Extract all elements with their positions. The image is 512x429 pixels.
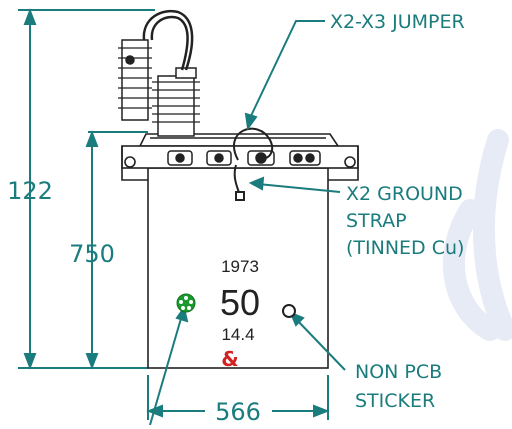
nameplate-bottom-number: 14.4 [221,325,254,344]
ground-strap-callout-2: STRAP [346,210,407,232]
nameplate-top-number: 1973 [221,257,259,276]
nameplate-rating: 50 [220,282,260,323]
ground-strap-callout-3: (TINNED Cu) [346,237,464,259]
non-pcb-sticker-marker [282,304,296,318]
jumper-callout: X2-X3 JUMPER [330,11,465,33]
ampersand-logo: & [221,347,238,371]
sticker-star-icon [179,296,193,310]
secondary-bushings [167,150,321,166]
callout-leaders [149,20,346,426]
ground-strap [233,164,245,201]
pcb-callout-1: NON PCB [355,361,442,383]
ground-strap-callout-1: X2 GROUND [346,183,463,205]
pcb-callout-2: STICKER [355,390,435,412]
tank-height-label: 750 [69,240,115,268]
tank-body [147,167,329,369]
dimension-lines [18,8,330,420]
tank-width-label: 566 [215,398,261,426]
overall-height-label: 122 [7,177,53,205]
primary-lead [142,9,194,71]
watermark [442,129,512,341]
jumper [233,127,274,161]
svg-text:&: & [221,347,238,371]
primary-bushing [118,39,200,137]
